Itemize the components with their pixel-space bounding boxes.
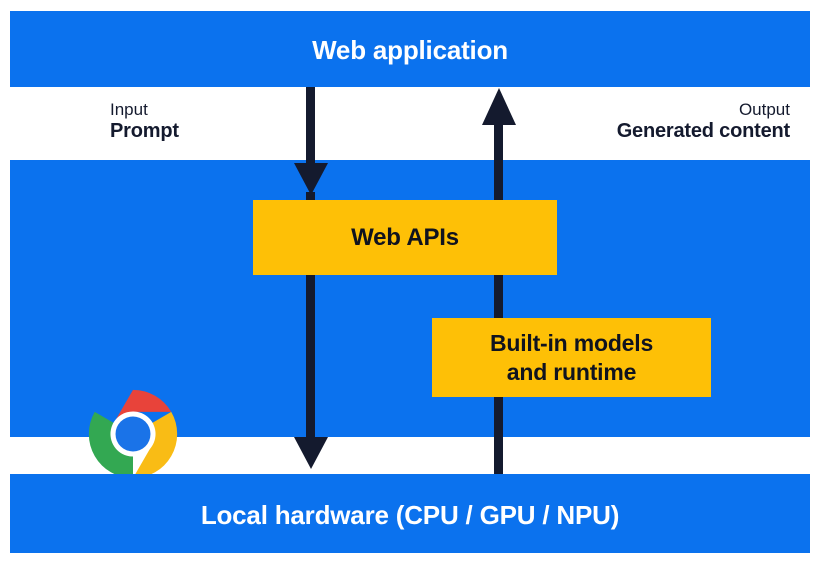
web-apis-label: Web APIs	[351, 223, 459, 251]
web-application-label: Web application	[312, 35, 508, 65]
arrow-down-shaft-lower	[306, 192, 315, 437]
input-value-text: Prompt	[110, 120, 179, 143]
output-kind-text: Output	[738, 100, 790, 119]
input-flow-label: Input Prompt	[110, 100, 179, 144]
arrow-down-shaft-upper	[306, 87, 315, 169]
local-hardware-label: Local hardware (CPU / GPU / NPU)	[200, 500, 620, 530]
web-apis-box: Web APIs	[253, 200, 557, 275]
built-in-models-label-line2: and runtime	[506, 358, 637, 385]
web-application-band: Web application	[10, 11, 810, 87]
input-kind-text: Input	[110, 100, 148, 119]
output-value-text: Generated content	[616, 120, 791, 143]
arrow-up-shaft	[494, 122, 503, 474]
built-in-models-label: Built-in models and runtime	[490, 329, 653, 385]
local-hardware-band: Local hardware (CPU / GPU / NPU)	[10, 474, 810, 553]
arrow-down-icon-upper	[294, 163, 328, 195]
chrome-logo-icon	[88, 389, 178, 479]
built-in-models-label-line1: Built-in models	[489, 330, 654, 357]
built-in-models-box: Built-in models and runtime	[432, 318, 711, 397]
arrow-up-icon	[482, 88, 516, 125]
output-flow-label: Output Generated content	[616, 100, 791, 144]
arrow-down-icon-lower	[294, 437, 328, 469]
